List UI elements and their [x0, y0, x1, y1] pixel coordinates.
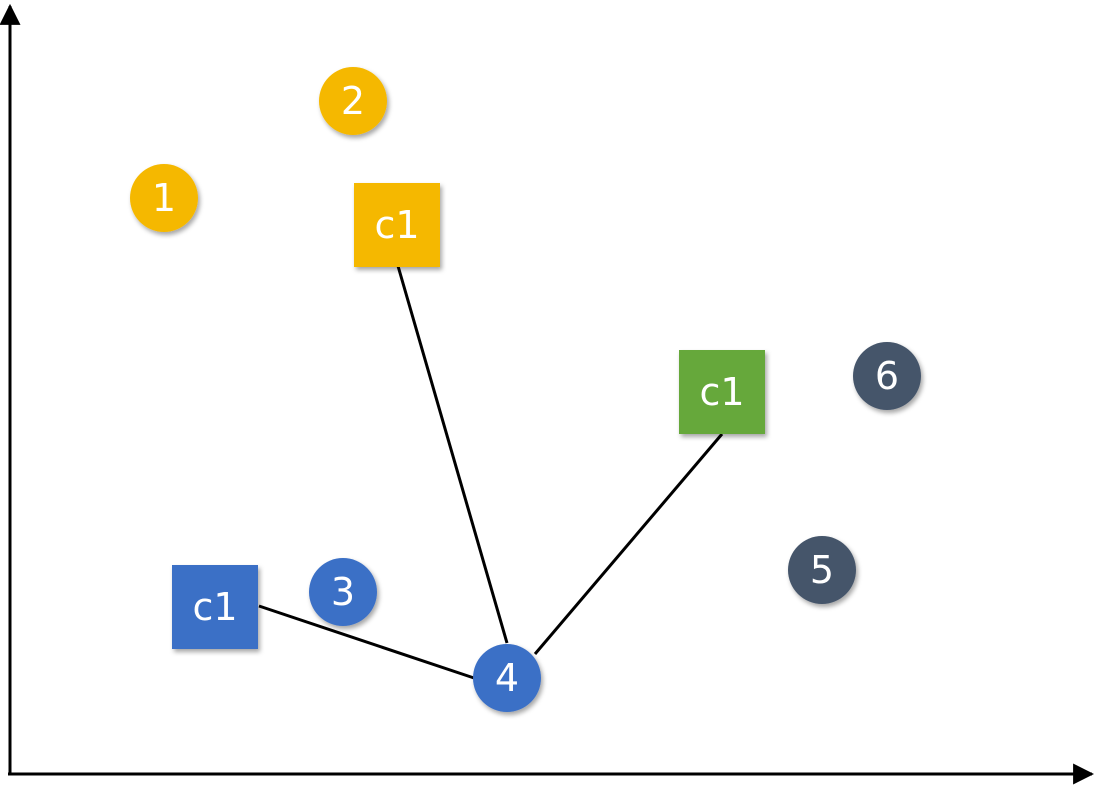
centroid-label: c1 — [192, 585, 237, 629]
distance-line — [258, 604, 475, 680]
data-point-5: 5 — [788, 536, 856, 604]
point-label: 4 — [495, 656, 519, 700]
point-circle — [319, 67, 387, 135]
distance-lines — [258, 265, 724, 680]
point-circle — [309, 558, 377, 626]
distance-line — [533, 433, 724, 655]
centroid-blue: c1 — [172, 565, 258, 649]
centroid-square — [172, 565, 258, 649]
centroid-label: c1 — [699, 370, 744, 414]
centroid-square — [679, 350, 765, 434]
point-circle — [130, 164, 198, 232]
data-point-1: 1 — [130, 164, 198, 232]
centroid-green: c1 — [679, 350, 765, 434]
point-label: 1 — [152, 176, 176, 220]
point-label: 6 — [875, 354, 899, 398]
point-label: 3 — [331, 570, 355, 614]
distance-line — [396, 265, 509, 644]
centroid-yellow: c1 — [354, 183, 440, 267]
point-circle — [788, 536, 856, 604]
data-point-4: 4 — [473, 644, 541, 712]
centroid-square — [354, 183, 440, 267]
centroid-label: c1 — [374, 203, 419, 247]
point-circle — [473, 644, 541, 712]
data-point-2: 2 — [319, 67, 387, 135]
data-point-6: 6 — [853, 342, 921, 410]
data-points: 1 2 3 4 5 6 — [130, 67, 921, 712]
centroids: c1 c1 c1 — [172, 183, 765, 649]
data-point-3: 3 — [309, 558, 377, 626]
point-label: 2 — [341, 79, 365, 123]
point-label: 5 — [810, 548, 834, 592]
point-circle — [853, 342, 921, 410]
